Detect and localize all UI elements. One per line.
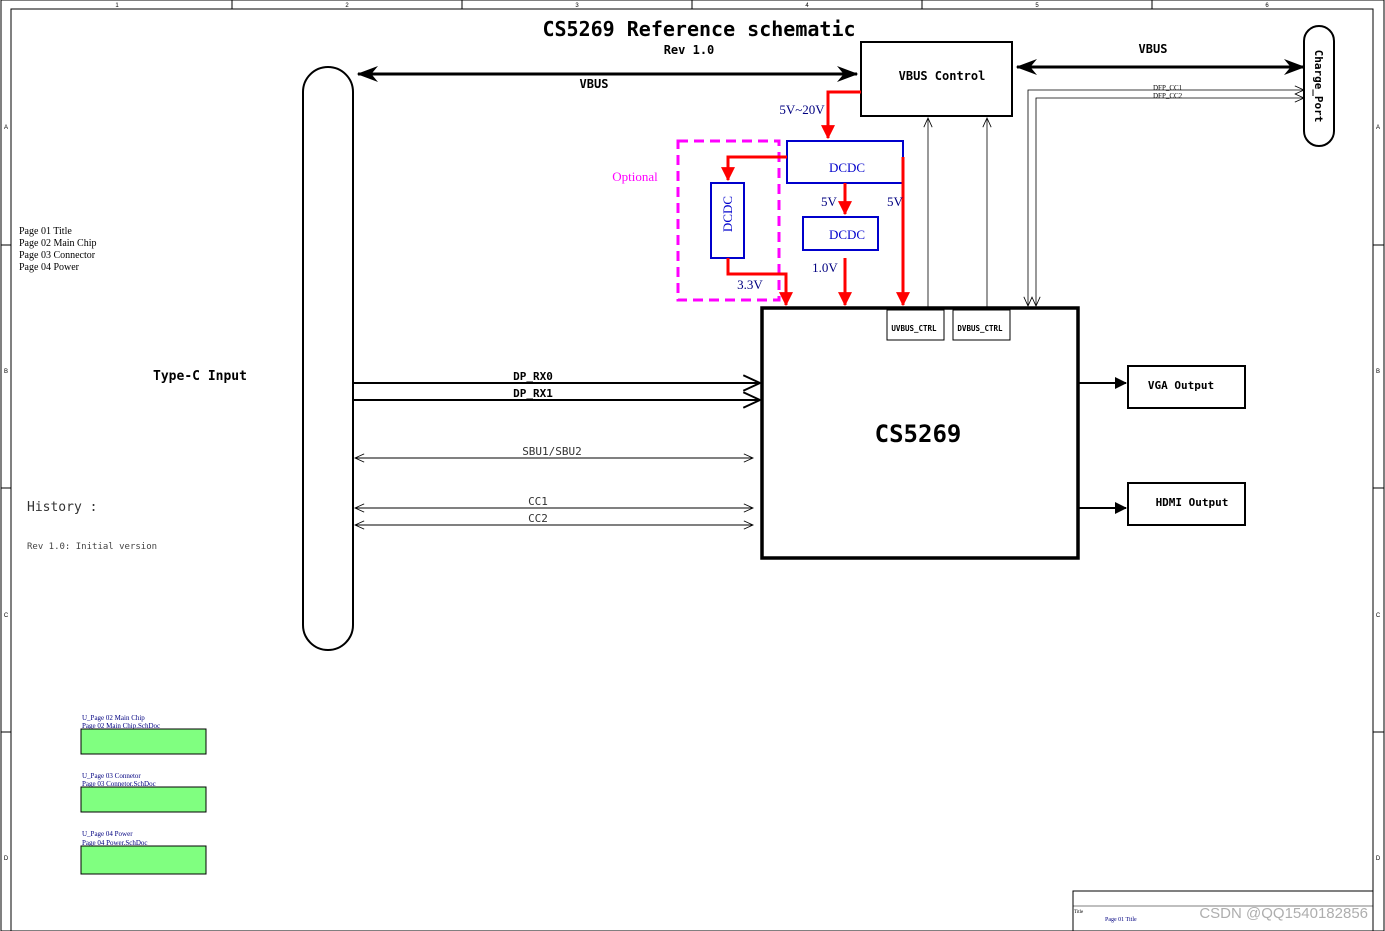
cs5269-chip-label: CS5269 (875, 420, 962, 448)
rail-5v-b-label: 5V (887, 194, 904, 209)
vga-output-label: VGA Output (1148, 379, 1214, 392)
title-block-value: Page 01 Title (1105, 917, 1137, 923)
optional-label: Optional (612, 169, 658, 184)
dp-rx0-label: DP_RX0 (513, 370, 553, 383)
frame-col-1: 1 (115, 3, 119, 9)
dcdc-second-label: DCDC (829, 227, 865, 242)
rail-input-range-label: 5V~20V (779, 102, 825, 117)
sbu-label: SBU1/SBU2 (522, 445, 582, 458)
sheet-designator: U_Page 03 Connetor (82, 772, 141, 780)
dfp-cc1-line (1023, 85, 1306, 308)
title-block (1072, 890, 1374, 931)
schematic-title: CS5269 Reference schematic (542, 17, 855, 41)
dfp-cc1-label: DFP_CC1 (1153, 84, 1183, 92)
uvbus-ctrl-port (886, 309, 945, 341)
frame-col-6: 6 (1265, 3, 1269, 9)
page-index-item: Page 03 Connector (19, 250, 96, 261)
page-index-item: Page 02 Main Chip (19, 238, 97, 249)
title-block-label: Title (1074, 910, 1084, 915)
rail-3v3-label: 3.3V (737, 277, 763, 292)
dfp-cc2-label: DFP_CC2 (1153, 92, 1183, 100)
page-index-item: Page 04 Power (19, 262, 80, 273)
dcdc-main-label: DCDC (829, 160, 865, 175)
rail-1v0-label: 1.0V (812, 260, 838, 275)
vbus-left-label: VBUS (580, 77, 609, 91)
cs5269-chip-block (760, 306, 1080, 560)
hdmi-output-label: HDMI Output (1156, 496, 1229, 509)
vbus-control-block (860, 41, 1013, 117)
sheet-file: Page 04 Power.SchDoc (82, 839, 148, 847)
page-index: Page 01 Title Page 02 Main Chip Page 03 … (19, 226, 97, 273)
sheet-symbol-main-chip[interactable] (80, 728, 207, 755)
dcdc-main-block (786, 140, 904, 184)
history-heading: History : (27, 500, 97, 515)
power-path-vbus-to-dcdc (821, 90, 861, 140)
sheet-designator: U_Page 02 Main Chip (82, 714, 145, 722)
vga-output-block (1127, 365, 1246, 409)
history-entry: Rev 1.0: Initial version (27, 542, 157, 552)
rail-5v-a-label: 5V (821, 194, 838, 209)
sheet-symbol-connector[interactable] (80, 786, 207, 813)
dvbus-ctrl-label: DVBUS_CTRL (957, 324, 1003, 333)
frame-col-2: 2 (345, 3, 349, 9)
dcdc-second-block (802, 216, 879, 251)
dp-rx1-label: DP_RX1 (513, 387, 553, 400)
sheet-file: Page 02 Main Chip.SchDoc (82, 722, 160, 730)
frame-col-3: 3 (575, 3, 579, 9)
frame-row-a-left: A (4, 125, 8, 131)
frame-col-4: 4 (805, 3, 809, 9)
frame-row-d-right: D (1376, 856, 1381, 862)
page-index-item: Page 01 Title (19, 226, 72, 237)
charge-port-label: Charge_Port (1312, 50, 1325, 123)
vbus-control-label: VBUS Control (899, 69, 986, 83)
frame-col-5: 5 (1035, 3, 1039, 9)
sheet-file: Page 03 Connetor.SchDoc (82, 780, 156, 788)
type-c-connector (302, 66, 354, 651)
frame-row-b-right: B (1376, 369, 1380, 375)
frame-row-c-right: C (1376, 613, 1381, 619)
optional-region (676, 139, 781, 302)
type-c-input-label: Type-C Input (153, 369, 247, 384)
power-path-3v3-to-chip (726, 258, 793, 307)
uvbus-ctrl-label: UVBUS_CTRL (891, 324, 937, 333)
hdmi-output-block (1127, 482, 1246, 526)
revision-label: Rev 1.0 (664, 43, 715, 57)
frame-row-b-left: B (4, 369, 8, 375)
vbus-right-label: VBUS (1139, 42, 1168, 56)
cc1-label: CC1 (528, 495, 548, 508)
frame-row-a-right: A (1376, 125, 1380, 131)
power-path-to-optional-dcdc (721, 155, 787, 182)
dfp-cc2-line (1031, 93, 1306, 308)
cc2-label: CC2 (528, 512, 548, 525)
sheet-designator: U_Page 04 Power (82, 830, 133, 838)
dcdc-optional-label: DCDC (720, 196, 735, 232)
sheet-symbol-power[interactable] (80, 845, 207, 875)
power-paths (721, 90, 910, 307)
dvbus-ctrl-port (952, 309, 1011, 341)
frame-row-d-left: D (4, 856, 9, 862)
watermark: CSDN @QQ1540182856 (1199, 905, 1368, 922)
frame-row-c-left: C (4, 613, 9, 619)
